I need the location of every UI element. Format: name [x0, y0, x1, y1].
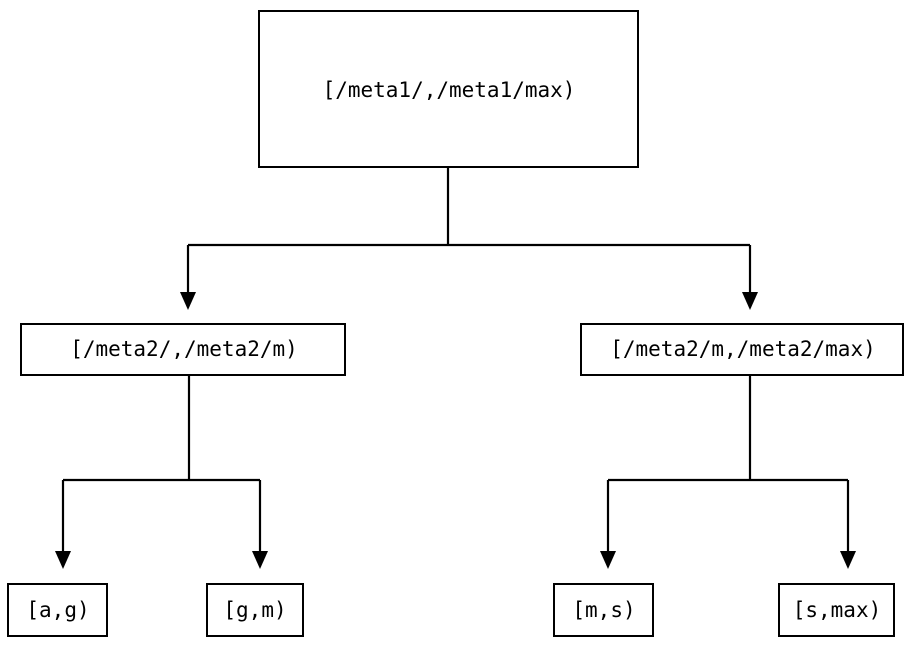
- node-leaf-m-s-label: [m,s): [572, 598, 635, 622]
- node-root[interactable]: [/meta1/,/meta1/max): [258, 10, 639, 168]
- node-mid-left-label: [/meta2/,/meta2/m): [70, 337, 298, 361]
- node-leaf-g-m-box[interactable]: [206, 583, 304, 637]
- arrowhead-to-leaf-s-max: [840, 551, 856, 569]
- node-leaf-a-g[interactable]: [a,g): [7, 583, 108, 637]
- node-leaf-a-g-box[interactable]: [7, 583, 108, 637]
- node-leaf-a-g-label: [a,g): [26, 598, 89, 622]
- edge-midleft-to-leaves-group: [55, 375, 268, 569]
- node-mid-right[interactable]: [/meta2/m,/meta2/max): [580, 323, 904, 376]
- arrowhead-to-mid-right: [742, 292, 758, 310]
- arrowhead-to-leaf-m-s: [600, 551, 616, 569]
- edge-root-to-mid-group: [180, 167, 758, 310]
- node-mid-right-label: [/meta2/m,/meta2/max): [610, 337, 876, 361]
- node-leaf-m-s-box[interactable]: [553, 583, 654, 637]
- node-mid-left[interactable]: [/meta2/,/meta2/m): [20, 323, 346, 376]
- arrowhead-to-leaf-a-g: [55, 551, 71, 569]
- node-leaf-s-max[interactable]: [s,max): [778, 583, 895, 637]
- node-leaf-g-m-label: [g,m): [223, 598, 286, 622]
- node-leaf-g-m[interactable]: [g,m): [206, 583, 304, 637]
- edge-midright-to-leaves-group: [600, 375, 856, 569]
- node-mid-right-box[interactable]: [580, 323, 904, 376]
- node-mid-left-box[interactable]: [20, 323, 346, 376]
- node-root-label: [/meta1/,/meta1/max): [323, 78, 576, 102]
- arrowhead-to-leaf-g-m: [252, 551, 268, 569]
- node-leaf-m-s[interactable]: [m,s): [553, 583, 654, 637]
- node-leaf-s-max-box[interactable]: [778, 583, 895, 637]
- arrowhead-to-mid-left: [180, 292, 196, 310]
- node-root-box[interactable]: [258, 10, 639, 168]
- node-leaf-s-max-label: [s,max): [793, 598, 882, 622]
